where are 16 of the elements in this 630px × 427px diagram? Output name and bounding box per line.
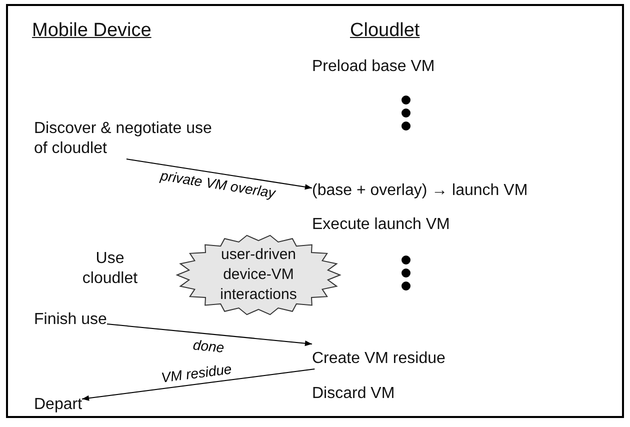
step-text: Depart — [34, 395, 82, 415]
arrow — [126, 158, 312, 190]
starburst-shape — [176, 234, 341, 316]
step-text: Finish use — [34, 310, 107, 330]
step-text: (base + overlay) → launch VM — [312, 181, 528, 201]
interaction-text: user-driven device-VM interactions — [219, 245, 298, 305]
column-heading: Mobile Device — [32, 20, 152, 42]
step-text: Discover & negotiate use of cloudlet — [34, 119, 219, 159]
arrow — [106, 324, 312, 346]
step-text: Discard VM — [312, 384, 395, 404]
step-text: Execute launch VM — [312, 215, 450, 235]
arrow — [82, 368, 316, 401]
step-text: Use cloudlet — [70, 249, 150, 289]
step-text: Create VM residue — [312, 349, 446, 369]
column-heading: Cloudlet — [350, 20, 420, 42]
step-text: Preload base VM — [312, 57, 435, 77]
